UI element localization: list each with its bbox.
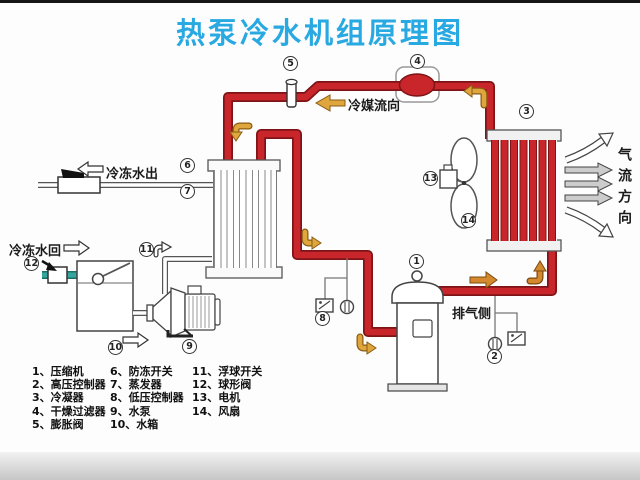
legend-item: 11、浮球开关 bbox=[192, 365, 263, 378]
marker-water-tank: 10 bbox=[108, 340, 123, 355]
legend-item: 2、高压控制器 bbox=[32, 378, 106, 392]
water-flow-arrows bbox=[63, 160, 173, 349]
refrigerant-pipes bbox=[223, 81, 557, 337]
legend-item: 8、低压控制器 bbox=[110, 391, 184, 405]
legend-item: 13、电机 bbox=[192, 391, 241, 405]
condenser-tube-bundle bbox=[491, 140, 557, 241]
evaporator-tube-bundle bbox=[213, 170, 277, 268]
water-pump bbox=[152, 285, 221, 338]
marker-low-pressure-controller: 8 bbox=[315, 311, 330, 326]
chilled-water-return-label: 冷冻水回 bbox=[9, 244, 62, 259]
marker-expansion-valve: 5 bbox=[283, 56, 298, 71]
air-flow-direction-label: 气流方向 bbox=[616, 147, 632, 231]
air-flow-arrows bbox=[564, 132, 614, 238]
marker-dry-filter: 4 bbox=[410, 54, 425, 69]
low-pressure-controller bbox=[315, 258, 355, 315]
marker-motor: 13 bbox=[423, 171, 438, 186]
marker-antifreeze-switch: 6 bbox=[180, 158, 195, 173]
legend-item: 4、干燥过滤器 bbox=[32, 404, 106, 418]
legend-item: 3、冷凝器 bbox=[32, 391, 84, 405]
discharge-side-label: 排气侧 bbox=[452, 307, 492, 322]
marker-condenser: 3 bbox=[519, 104, 534, 119]
page-bottom-shadow bbox=[0, 452, 640, 480]
legend-column-1: 1、压缩机 2、高压控制器 3、冷凝器 4、干燥过滤器 5、膨胀阀 bbox=[32, 365, 106, 431]
legend-item: 7、蒸发器 bbox=[110, 378, 162, 392]
marker-ball-valve: 12 bbox=[24, 256, 39, 271]
marker-water-pump: 9 bbox=[182, 339, 197, 354]
water-tank bbox=[76, 260, 134, 332]
legend-column-3: 11、浮球开关 12、球形阀 13、电机 14、风扇 bbox=[192, 365, 262, 418]
page-top-edge bbox=[0, 0, 640, 3]
legend-item: 6、防冻开关 bbox=[110, 365, 173, 378]
pump-piping bbox=[133, 256, 212, 322]
compressor bbox=[387, 270, 448, 392]
marker-high-pressure-controller: 2 bbox=[487, 349, 502, 364]
refrigerant-flow-label: 冷媒流向 bbox=[348, 99, 401, 114]
marker-compressor: 1 bbox=[409, 254, 424, 269]
legend-item: 12、球形阀 bbox=[192, 378, 252, 392]
legend-item: 10、水箱 bbox=[110, 417, 159, 431]
marker-evaporator: 7 bbox=[180, 184, 195, 199]
marker-float-switch: 11 bbox=[139, 242, 154, 257]
legend-column-2: 6、防冻开关 7、蒸发器 8、低压控制器 9、水泵 10、水箱 bbox=[110, 365, 184, 431]
legend-item: 9、水泵 bbox=[110, 404, 151, 418]
refrigerant-flow-arrows bbox=[229, 84, 547, 355]
page-title: 热泵冷水机组原理图 bbox=[175, 16, 464, 50]
fan-motor bbox=[439, 164, 458, 189]
legend-item: 1、压缩机 bbox=[32, 365, 84, 378]
chilled-water-return-pipe bbox=[41, 259, 80, 284]
dry-filter-bulb bbox=[398, 73, 436, 97]
expansion-valve bbox=[285, 78, 298, 108]
high-pressure-controller bbox=[487, 296, 526, 352]
marker-fan: 14 bbox=[461, 213, 476, 228]
legend-item: 14、风扇 bbox=[192, 404, 241, 418]
legend-item: 5、膨胀阀 bbox=[32, 417, 84, 431]
chilled-water-out-label: 冷冻水出 bbox=[106, 167, 159, 182]
